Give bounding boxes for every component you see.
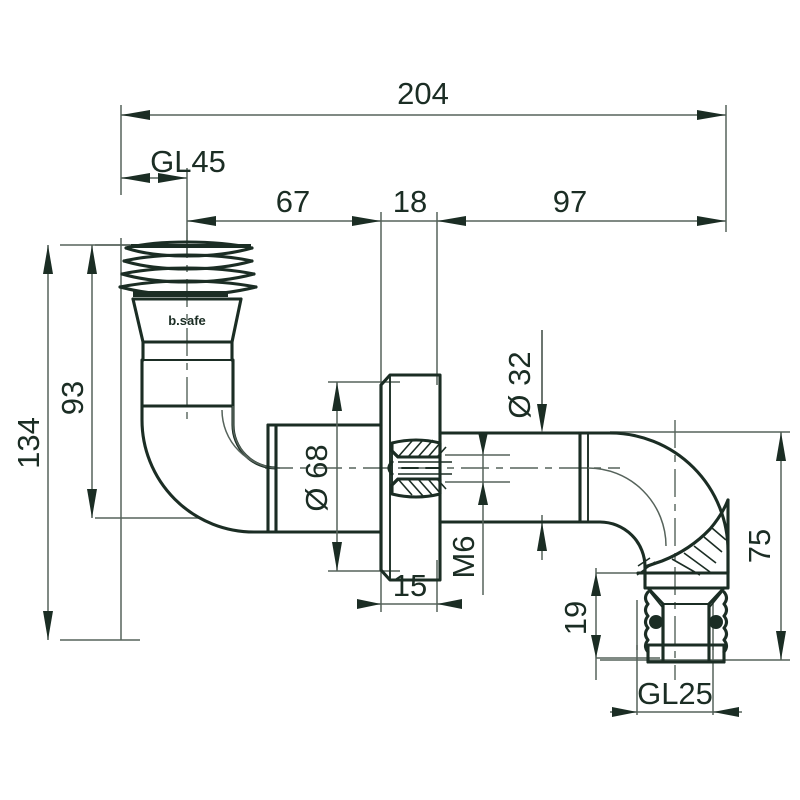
dimension-label-18: 18 [393, 184, 427, 219]
brand-logo-text: b.safe [168, 313, 206, 328]
dimension-gl45: GL45 [121, 144, 226, 183]
dimension-label-gl25: GL25 [637, 676, 713, 711]
center-flange [379, 373, 442, 582]
dimension-label-diameter-68: Ø 68 [299, 444, 334, 511]
dimension-97: 97 [437, 184, 726, 226]
part-geometry [118, 240, 730, 664]
dimension-19: 19 [558, 568, 601, 680]
m6-screw-boss [387, 438, 452, 499]
dimension-label-204: 204 [397, 76, 449, 111]
dimension-134: 134 [11, 245, 53, 640]
dimension-diameter-68: Ø 68 [299, 382, 342, 571]
dimension-label-93: 93 [55, 381, 90, 415]
dimension-label-134: 134 [11, 417, 46, 469]
dimension-overall-length: 204 [121, 76, 726, 120]
gl25-outlet-neck [636, 571, 730, 664]
dimension-gl25: GL25 [610, 676, 742, 717]
taper-collar [131, 297, 243, 408]
dimension-75: 75 [742, 432, 786, 660]
dimension-label-19: 19 [558, 601, 593, 635]
dimension-label-15: 15 [393, 568, 427, 603]
dimension-label-m6: M6 [446, 535, 481, 578]
right-elbow [586, 431, 730, 582]
left-horizontal-tube [266, 423, 383, 534]
dimension-label-gl45: GL45 [150, 144, 226, 179]
dimension-label-67: 67 [276, 184, 310, 219]
dimension-18: 18 [381, 184, 437, 222]
dimension-diameter-32: Ø 32 [502, 330, 547, 551]
dimension-67: 67 [187, 184, 381, 226]
gl45-thread-neck [118, 240, 258, 301]
dimension-m6: M6 [446, 432, 488, 595]
dimension-label-75: 75 [742, 529, 777, 563]
center-lines [186, 230, 676, 680]
dimension-93: 93 [55, 245, 97, 518]
dimension-15: 15 [357, 568, 462, 609]
right-horizontal-tube [438, 431, 590, 524]
dimension-label-diameter-32: Ø 32 [502, 351, 537, 418]
dimension-label-97: 97 [553, 184, 587, 219]
left-elbow [140, 404, 281, 534]
